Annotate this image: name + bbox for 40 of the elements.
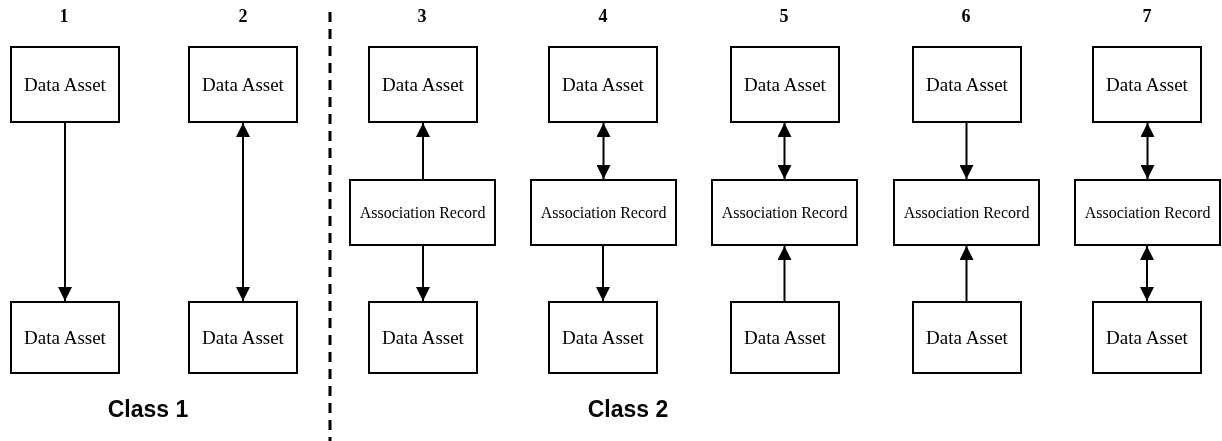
arrow [416,245,430,302]
record-box: Association Record [1074,179,1221,246]
column-number: 7 [1142,6,1152,27]
asset-box: Data Asset [548,301,658,374]
arrow [58,122,72,302]
class-label: Class 2 [587,396,669,423]
class-label: Class 1 [107,396,189,423]
asset-box: Data Asset [1092,46,1202,123]
asset-box: Data Asset [188,46,298,123]
arrow [1140,122,1155,180]
asset-box: Data Asset [10,46,120,123]
arrow [959,122,974,180]
record-box: Association Record [711,179,858,246]
arrow [596,122,611,180]
arrow [777,245,792,302]
column-number: 6 [961,6,971,27]
column-number: 4 [598,6,608,27]
asset-box: Data Asset [912,46,1022,123]
arrow [596,245,610,302]
arrow [959,245,974,302]
column-number: 3 [417,6,427,27]
asset-box: Data Asset [548,46,658,123]
asset-box: Data Asset [1092,301,1202,374]
record-box: Association Record [349,179,496,246]
record-box: Association Record [530,179,677,246]
column-number: 2 [238,6,248,27]
arrow [777,122,792,180]
arrow [416,122,430,180]
column-number: 1 [59,6,69,27]
asset-box: Data Asset [368,46,478,123]
asset-box: Data Asset [912,301,1022,374]
asset-box: Data Asset [188,301,298,374]
column-number: 5 [779,6,789,27]
arrow [236,122,250,302]
asset-box: Data Asset [730,301,840,374]
asset-box: Data Asset [10,301,120,374]
arrow [1140,245,1154,302]
asset-box: Data Asset [368,301,478,374]
record-box: Association Record [893,179,1040,246]
asset-box: Data Asset [730,46,840,123]
